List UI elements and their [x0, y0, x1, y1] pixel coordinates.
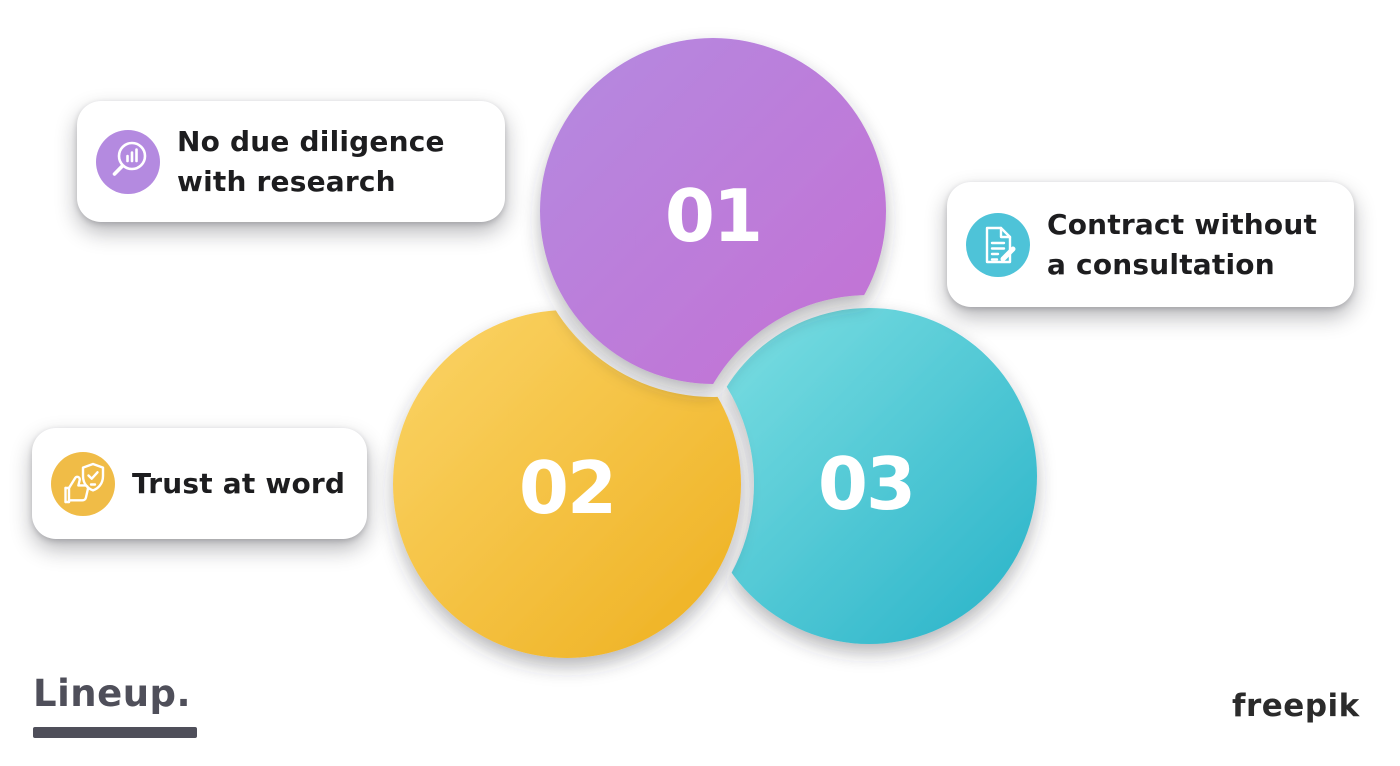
- brand-underline: [33, 727, 197, 738]
- magnifier-chart-icon: [96, 129, 160, 194]
- step-circle-03: [701, 308, 1037, 644]
- card-trust-at-word: Trust at word: [32, 428, 367, 539]
- brand-logo: Lineup.: [33, 672, 192, 715]
- step-number-02: 02: [518, 446, 617, 530]
- watermark-logo: freepik: [1232, 688, 1360, 724]
- trust-shield-icon: [51, 451, 115, 516]
- card-label: Trust at word: [132, 466, 346, 500]
- step-circle-02: [393, 310, 741, 658]
- card-contract-without-consultation: Contract without a consultation: [947, 182, 1354, 307]
- step-number-01: 01: [664, 174, 763, 258]
- card-label: No due diligence with research: [177, 125, 445, 198]
- contract-pen-icon: [966, 212, 1030, 277]
- card-label: Contract without a consultation: [1047, 208, 1318, 281]
- step-circle-01: [540, 38, 886, 384]
- step-number-03: 03: [817, 442, 916, 526]
- card-no-due-diligence: No due diligence with research: [77, 101, 505, 222]
